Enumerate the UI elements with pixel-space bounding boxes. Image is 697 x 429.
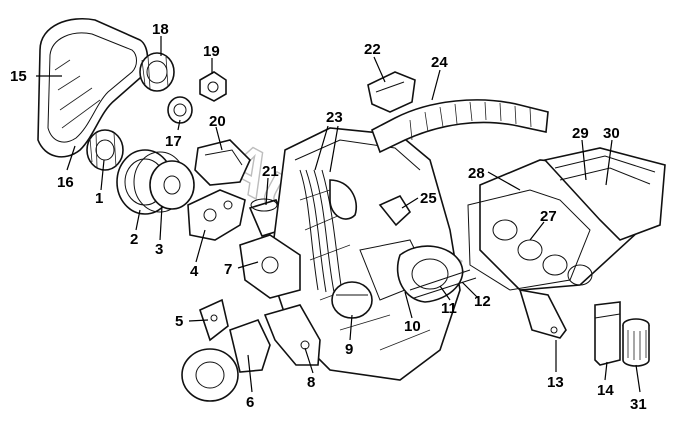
small-bracket bbox=[199, 298, 229, 342]
air-intake-hose bbox=[371, 99, 549, 154]
callout-10: 10 bbox=[404, 318, 421, 335]
callout-8: 8 bbox=[307, 374, 315, 391]
callout-19: 19 bbox=[203, 43, 220, 60]
callout-24: 24 bbox=[431, 54, 448, 71]
fuel-filter bbox=[594, 301, 621, 366]
callout-25: 25 bbox=[420, 190, 437, 207]
callout-16: 16 bbox=[57, 174, 74, 191]
callout-21: 21 bbox=[262, 163, 279, 180]
heat-shield-plate bbox=[518, 288, 567, 339]
crankshaft-timing-pulley bbox=[86, 129, 124, 171]
heat-shield bbox=[367, 71, 416, 113]
callout-6: 6 bbox=[246, 394, 254, 411]
callout-3: 3 bbox=[155, 241, 163, 258]
callout-4: 4 bbox=[190, 263, 199, 280]
callout-15: 15 bbox=[10, 68, 27, 85]
manifold-gasket bbox=[467, 189, 591, 291]
callout-28: 28 bbox=[468, 165, 485, 182]
callout-30: 30 bbox=[603, 125, 620, 142]
inlet-gasket bbox=[396, 245, 477, 303]
callout-29: 29 bbox=[572, 125, 589, 142]
callout-labels: 1 2 3 4 5 6 7 8 9 10 11 12 13 14 15 16 1… bbox=[10, 21, 647, 413]
callout-2: 2 bbox=[130, 231, 138, 248]
exhaust-manifold bbox=[543, 147, 666, 241]
callout-20: 20 bbox=[209, 113, 226, 130]
callout-23: 23 bbox=[326, 109, 343, 126]
callout-18: 18 bbox=[152, 21, 169, 38]
callout-22: 22 bbox=[364, 41, 381, 58]
callout-27: 27 bbox=[540, 208, 557, 225]
oil-pump bbox=[239, 234, 301, 299]
distributor bbox=[331, 281, 373, 319]
callout-13: 13 bbox=[547, 374, 564, 391]
ignition-leads bbox=[299, 169, 357, 293]
temperature-sensor bbox=[378, 194, 412, 227]
callout-14: 14 bbox=[597, 382, 614, 399]
water-pump bbox=[181, 319, 271, 402]
callout-9: 9 bbox=[345, 341, 353, 358]
thermostat-housing bbox=[194, 139, 251, 186]
callout-12: 12 bbox=[474, 293, 491, 310]
camshaft-pulley bbox=[139, 52, 175, 92]
oil-filter-element bbox=[622, 318, 650, 367]
callout-5: 5 bbox=[175, 313, 183, 330]
callout-31: 31 bbox=[630, 396, 647, 413]
callout-1: 1 bbox=[95, 190, 103, 207]
crankshaft-pulley bbox=[116, 149, 195, 215]
callout-7: 7 bbox=[224, 261, 232, 278]
callout-11: 11 bbox=[441, 300, 457, 317]
nut bbox=[199, 71, 227, 102]
mounting-bracket bbox=[187, 189, 246, 241]
idler-roller bbox=[167, 96, 193, 124]
callout-17: 17 bbox=[165, 133, 182, 150]
leader-lines bbox=[36, 36, 641, 393]
